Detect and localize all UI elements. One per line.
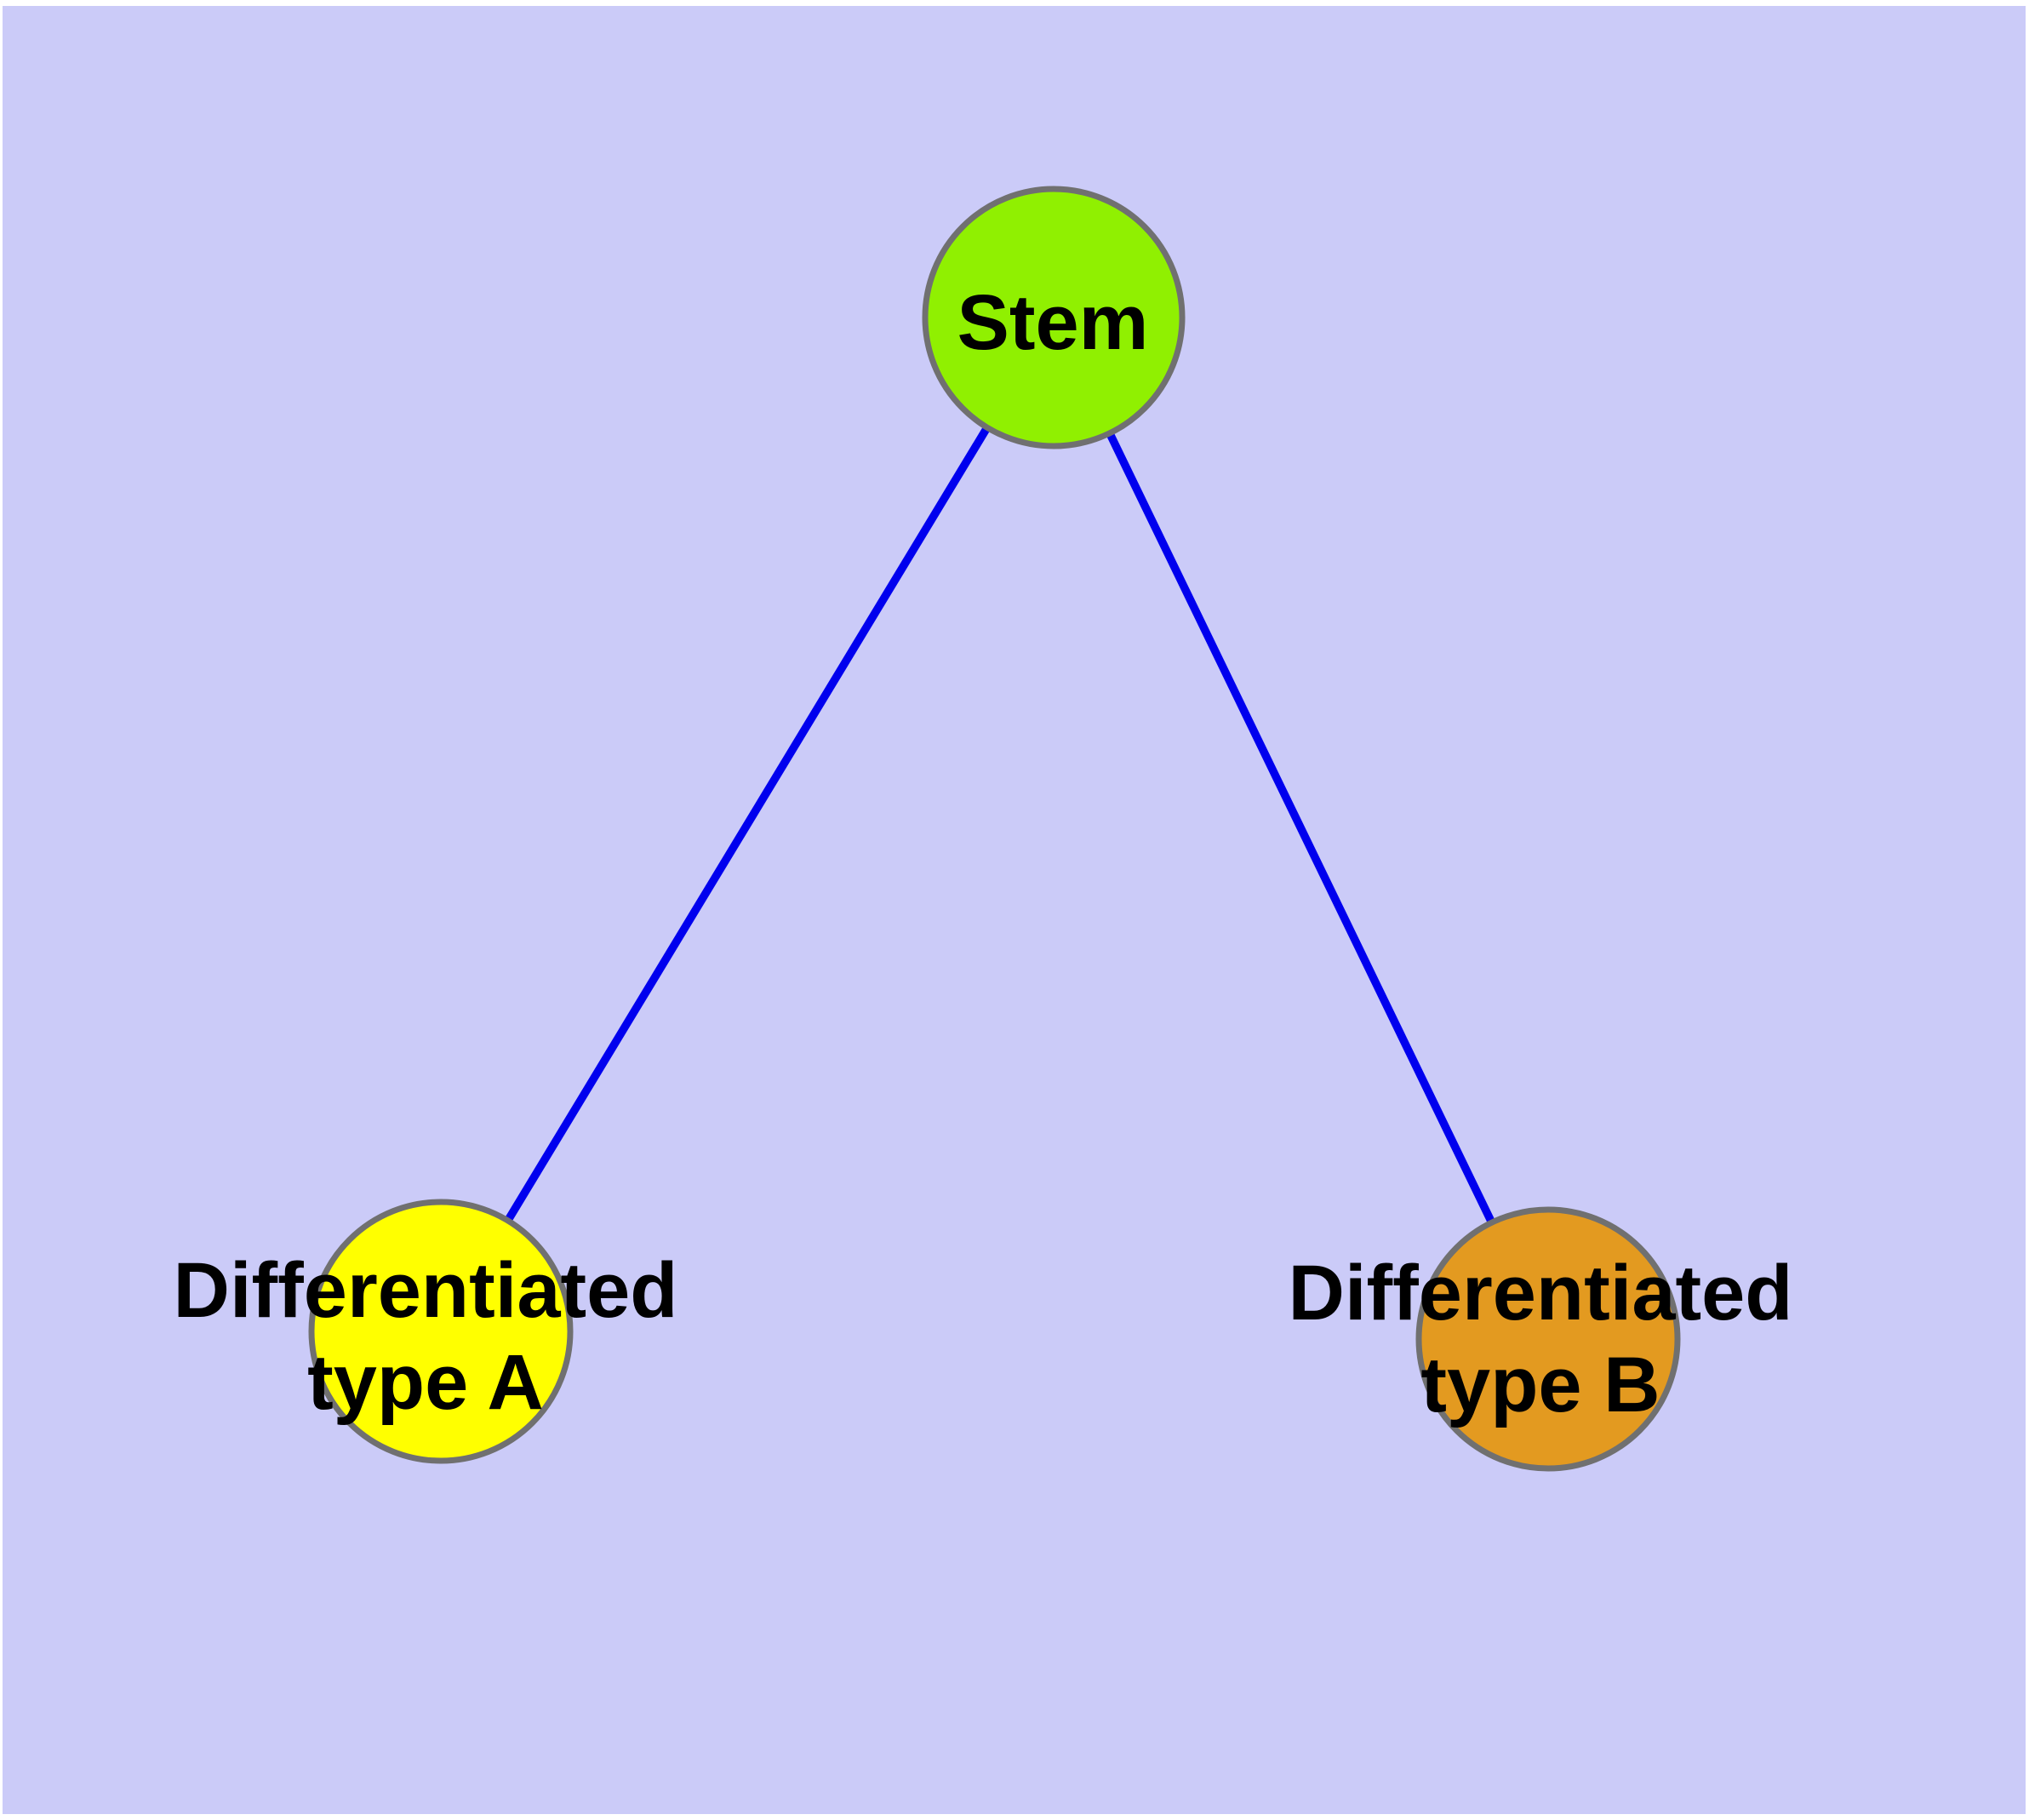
- node-type-a-label-line2: type A: [307, 1339, 544, 1426]
- node-differentiated-type-b: [1415, 1206, 1681, 1472]
- node-type-b-label-line2: type B: [1420, 1342, 1660, 1428]
- node-differentiated-type-a: [308, 1199, 574, 1464]
- node-type-b-label-line1: Differentiated: [1289, 1250, 1793, 1336]
- edge-stem-to-type-b: [1049, 315, 1552, 1342]
- edge-stem-to-type-a: [437, 315, 1058, 1334]
- node-type-a-label-line1: Differentiated: [174, 1247, 678, 1334]
- node-stem-label: Stem: [957, 279, 1149, 366]
- node-stem: [922, 186, 1186, 449]
